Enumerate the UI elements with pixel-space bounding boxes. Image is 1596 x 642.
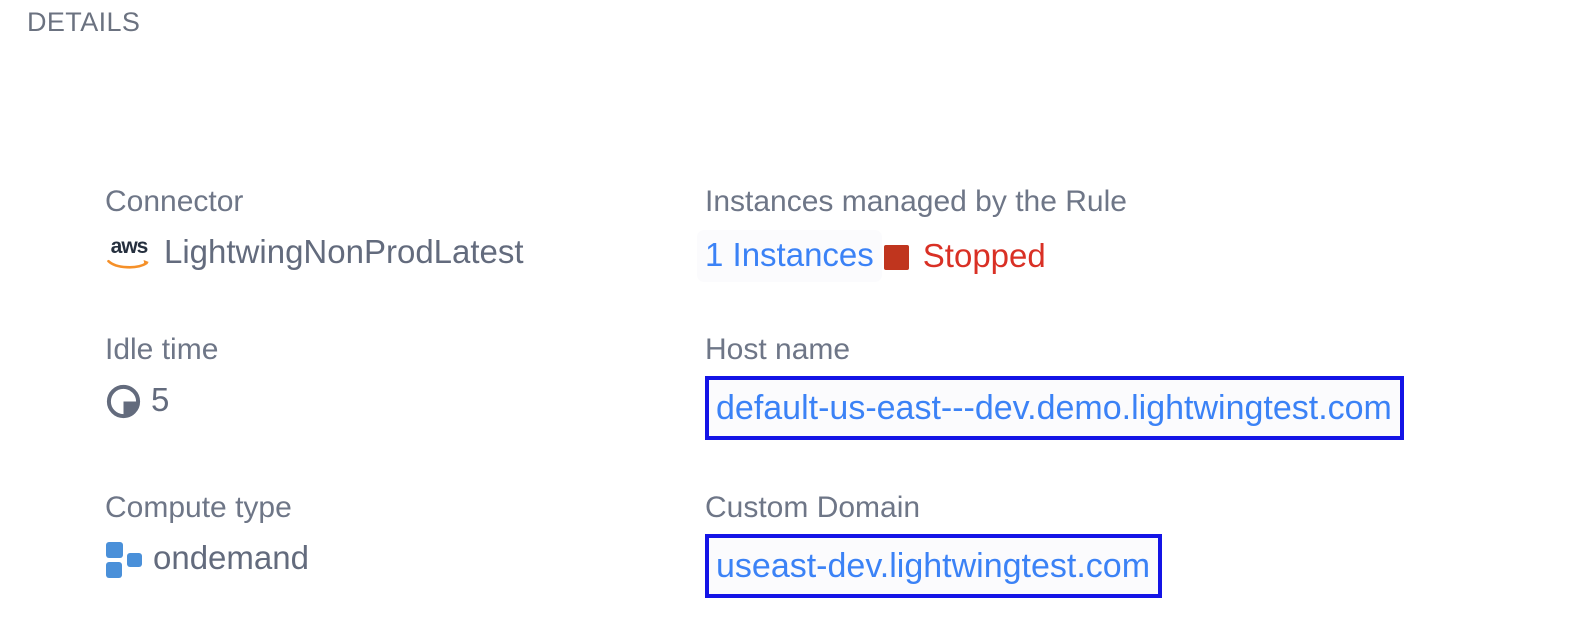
- host-name-label: Host name: [705, 333, 851, 366]
- stopped-square-icon: [883, 244, 909, 270]
- idle-time-value: 5: [151, 381, 170, 418]
- field-custom-domain: Custom Domain useast-dev.lightwingtest.c…: [705, 488, 1585, 598]
- field-connector: Connector aws LightwingNonProdLatest: [105, 182, 685, 274]
- compute-squares-icon: [105, 541, 145, 579]
- idle-time-label: Idle time: [105, 333, 219, 366]
- instances-label: Instances managed by the Rule: [705, 185, 1127, 218]
- aws-smile-arrow-icon: [107, 259, 149, 269]
- field-compute-type: Compute type ondemand: [105, 488, 685, 580]
- compute-type-value-row: ondemand: [105, 536, 685, 580]
- connector-name: LightwingNonProdLatest: [164, 233, 524, 270]
- instance-status: Stopped: [883, 235, 1046, 277]
- connector-value-row: aws LightwingNonProdLatest: [105, 230, 685, 274]
- custom-domain-annotation-box: useast-dev.lightwingtest.com: [705, 534, 1163, 598]
- field-idle-time: Idle time 5: [105, 330, 685, 422]
- aws-logo-icon: aws: [105, 236, 153, 272]
- idle-time-value-row: 5: [105, 378, 685, 422]
- compute-type-label: Compute type: [105, 491, 292, 524]
- connector-label: Connector: [105, 185, 244, 218]
- compute-type-value: ondemand: [153, 539, 309, 576]
- page-title: DETAILS: [27, 7, 141, 37]
- instances-count-link[interactable]: 1 Instances: [697, 230, 882, 282]
- host-name-link[interactable]: default-us-east---dev.demo.lightwingtest…: [709, 380, 1400, 436]
- aws-logo-text: aws: [110, 235, 149, 258]
- custom-domain-label: Custom Domain: [705, 491, 921, 524]
- host-name-annotation-box: default-us-east---dev.demo.lightwingtest…: [705, 376, 1404, 440]
- field-instances: Instances managed by the Rule 1 Instance…: [697, 182, 1585, 282]
- custom-domain-link[interactable]: useast-dev.lightwingtest.com: [709, 538, 1159, 594]
- field-host-name: Host name default-us-east---dev.demo.lig…: [705, 330, 1585, 440]
- clock-pie-icon: [105, 383, 142, 420]
- instances-value-row: 1 Instances Stopped: [697, 230, 1585, 282]
- status-badge: Stopped: [922, 237, 1046, 274]
